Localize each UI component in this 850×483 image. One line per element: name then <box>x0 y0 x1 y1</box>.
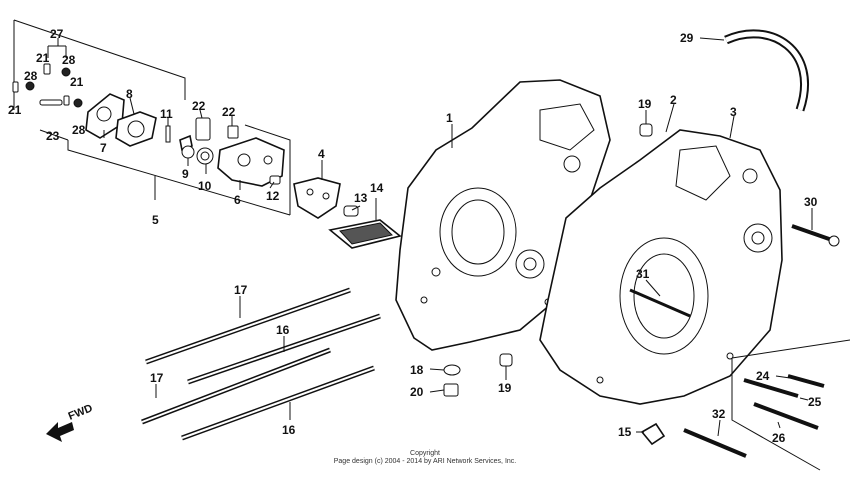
callout-21: 21 <box>36 51 50 65</box>
pump-plate <box>217 137 285 187</box>
callout-2: 2 <box>670 93 677 107</box>
callout-10: 10 <box>198 179 212 193</box>
callout-19: 19 <box>498 381 512 395</box>
callout-14: 14 <box>370 181 384 195</box>
callout-32: 32 <box>712 407 726 421</box>
bolt-group-frame <box>731 339 850 471</box>
callout-11: 11 <box>160 107 173 121</box>
callout-28: 28 <box>24 69 38 83</box>
fwd-arrow: FWD <box>46 402 94 442</box>
callout-15: 15 <box>618 425 632 439</box>
callout-29: 29 <box>680 31 694 45</box>
callout-1: 1 <box>446 111 453 125</box>
callout-16: 16 <box>282 423 296 437</box>
breather-tube <box>724 29 810 112</box>
stud-31 <box>629 288 691 318</box>
pump-bolts <box>165 117 239 165</box>
callout-31: 31 <box>636 267 650 281</box>
callout-16: 16 <box>276 323 290 337</box>
leader-lines <box>57 37 813 437</box>
callout-21: 21 <box>8 103 22 117</box>
callout-7: 7 <box>100 141 107 155</box>
crankcase-right <box>539 129 783 405</box>
dowel-pin-19-top <box>639 123 653 137</box>
callout-labels: 27 21 28 28 21 21 23 28 7 8 11 22 22 9 1… <box>8 27 822 445</box>
long-studs <box>141 287 381 441</box>
dowel-pin-19-bottom <box>499 353 513 367</box>
callout-21: 21 <box>70 75 84 89</box>
callout-27: 27 <box>50 27 64 41</box>
callout-23: 23 <box>46 129 60 143</box>
drain-bolt <box>443 364 461 397</box>
callout-22: 22 <box>192 99 206 113</box>
callout-13: 13 <box>354 191 368 205</box>
callout-5: 5 <box>152 213 159 227</box>
copyright-line-2: Page design (c) 2004 - 2014 by ARI Netwo… <box>333 458 517 465</box>
callout-6: 6 <box>234 193 241 207</box>
callout-12: 12 <box>266 189 280 203</box>
callout-26: 26 <box>772 431 786 445</box>
clip-15 <box>640 422 666 446</box>
callout-9: 9 <box>182 167 189 181</box>
callout-28: 28 <box>72 123 86 137</box>
callout-8: 8 <box>126 87 133 101</box>
callout-22: 22 <box>222 105 236 119</box>
oil-pump-cover <box>85 93 157 147</box>
plate-4 <box>293 164 341 219</box>
small-fasteners <box>12 45 83 108</box>
copyright-line-1: Copyright <box>410 450 440 457</box>
callout-17: 17 <box>150 371 164 385</box>
fwd-label: FWD <box>67 402 95 423</box>
oil-pump-group-frame <box>13 19 291 216</box>
bolt-32 <box>683 428 747 458</box>
callout-17: 17 <box>234 283 248 297</box>
callout-25: 25 <box>808 395 822 409</box>
callout-28: 28 <box>62 53 76 67</box>
callout-19: 19 <box>638 97 652 111</box>
callout-24: 24 <box>756 369 770 383</box>
callout-30: 30 <box>804 195 818 209</box>
bolt-30 <box>791 224 840 247</box>
callout-4: 4 <box>318 147 325 161</box>
callout-3: 3 <box>730 105 737 119</box>
callout-20: 20 <box>410 385 424 399</box>
strainer <box>328 205 402 249</box>
callout-18: 18 <box>410 363 424 377</box>
